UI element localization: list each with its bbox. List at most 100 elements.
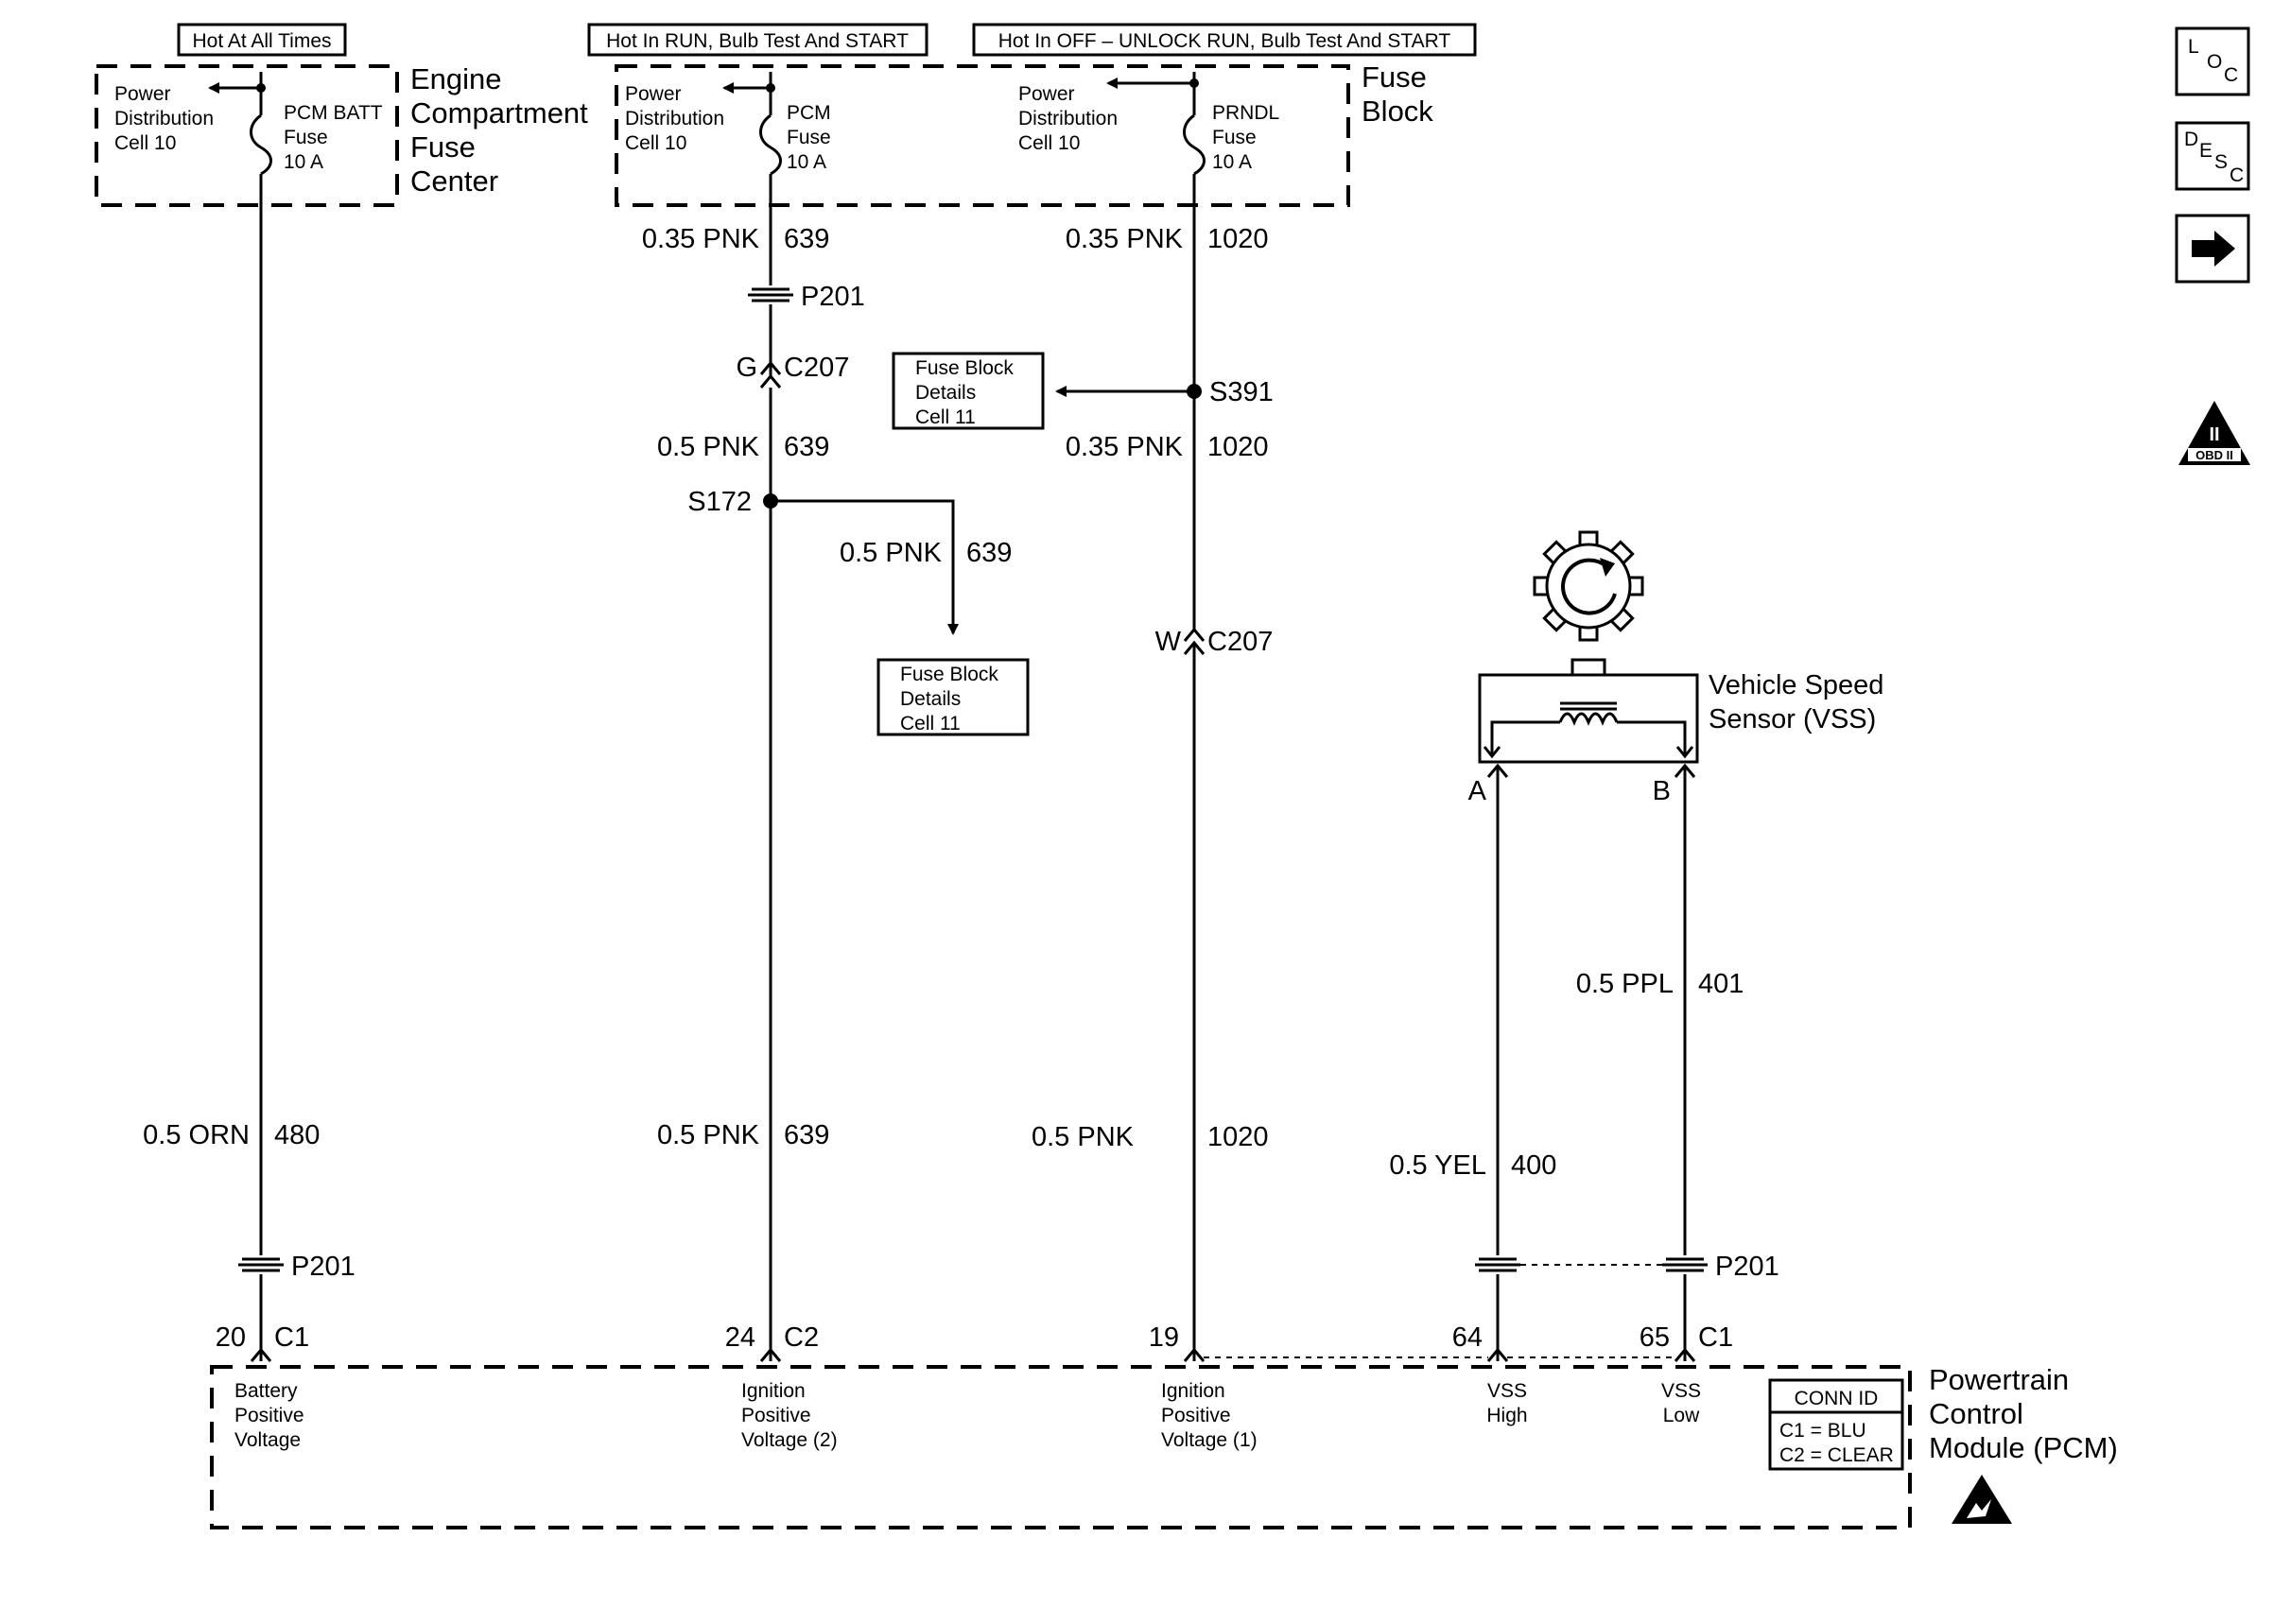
conn-id-c1: C1 = BLU	[1779, 1420, 1866, 1442]
vehicle-speed-sensor: Vehicle Speed Sensor (VSS) A B	[1468, 530, 1883, 806]
p201-inline-639: P201	[748, 282, 865, 312]
term-ign2-line-3: Voltage (2)	[741, 1429, 838, 1451]
fb-pd1-line-1: Power	[625, 83, 682, 105]
ecfc-title-line-2: Compartment	[410, 96, 588, 130]
w1020-mid-circuit: 1020	[1207, 432, 1269, 462]
banner-hot-at-all-times-text: Hot At All Times	[192, 30, 331, 52]
c207-w-label: W	[1155, 627, 1182, 657]
circuit-480: 0.5 ORN 480 P201	[143, 174, 356, 1361]
fb-pd2-line-3: Cell 10	[1018, 132, 1080, 154]
term-ign1-line-2: Positive	[1161, 1405, 1231, 1426]
term-batt-line-1: Battery	[234, 1380, 298, 1402]
s391-splice: S391	[1055, 377, 1274, 407]
coil-icon	[1558, 712, 1619, 726]
w639-mid-circuit: 639	[784, 432, 829, 462]
fb-prndl-fuse-line-3: 10 A	[1212, 151, 1252, 173]
fuse-block-details-ref-1[interactable]: Fuse Block Details Cell 11	[892, 352, 1045, 430]
ecfc-title-line-1: Engine	[410, 62, 502, 95]
term-ign2-line-2: Positive	[741, 1405, 811, 1426]
desc-nav-button[interactable]: D E S C	[2175, 121, 2250, 191]
term-ign1-line-1: Ignition	[1161, 1380, 1225, 1402]
desc-letter-c: C	[2230, 164, 2244, 186]
right-arrow-icon	[2192, 231, 2235, 267]
s391-label: S391	[1209, 377, 1274, 407]
obd-label: OBD II	[2195, 448, 2233, 462]
s172-splice: S172	[687, 487, 959, 635]
pcm-title-line-3: Module (PCM)	[1929, 1431, 2118, 1464]
c207-connector-639: G C207	[736, 353, 849, 389]
banner-hot-in-run-text: Hot In RUN, Bulb Test And START	[606, 30, 909, 52]
c207-g-label: G	[736, 353, 757, 383]
fb-prndl-fuse-line-2: Fuse	[1212, 127, 1257, 148]
vss-title-line-2: Sensor (VSS)	[1709, 704, 1876, 734]
circuit-639: 0.35 PNK 639 P201 G C207 0.5 PNK 639 S17…	[642, 174, 1012, 1361]
w480-circuit: 480	[274, 1120, 320, 1150]
w480-color: 0.5 ORN	[143, 1120, 250, 1150]
ecfc-title-line-3: Fuse	[410, 130, 476, 164]
banner-hot-in-run: Hot In RUN, Bulb Test And START	[587, 23, 928, 57]
ref2-line-3: Cell 11	[900, 713, 961, 734]
desc-letter-d: D	[2184, 129, 2198, 150]
w401-color: 0.5 PPL	[1576, 969, 1674, 999]
w400-circuit: 400	[1511, 1150, 1556, 1181]
circuit-401: 0.5 PPL 401 P201	[1520, 768, 1779, 1361]
ref1-line-2: Details	[915, 382, 976, 404]
circuit-400: 0.5 YEL 400	[1389, 768, 1556, 1361]
conn-id-box: CONN ID C1 = BLU C2 = CLEAR	[1768, 1378, 1904, 1471]
ecfc-pd-line-2: Distribution	[114, 108, 214, 130]
pcm-title-line-2: Control	[1929, 1397, 2023, 1430]
obd-numeral: II	[2209, 424, 2219, 445]
w1020-mid-color: 0.35 PNK	[1066, 432, 1184, 462]
ecfc-fuse-line-1: PCM BATT	[284, 102, 383, 124]
ref1-line-3: Cell 11	[915, 406, 976, 428]
term-vss-high-line-1: VSS	[1487, 1380, 1527, 1402]
ref2-line-1: Fuse Block	[900, 664, 998, 685]
pcm-title-line-1: Powertrain	[1929, 1363, 2069, 1396]
engine-compartment-fuse-center: Power Distribution Cell 10 PCM BATT Fuse…	[95, 62, 588, 207]
vss-title-line-1: Vehicle Speed	[1709, 670, 1883, 700]
fuse-block-details-ref-2[interactable]: Fuse Block Details Cell 11	[876, 658, 1030, 736]
fuse-block: Power Distribution Cell 10 PCM Fuse 10 A…	[615, 60, 1433, 207]
ecfc-fuse-line-3: 10 A	[284, 151, 323, 173]
p201-label-401: P201	[1715, 1252, 1779, 1282]
pcm-pin-20: 20	[216, 1322, 246, 1353]
w1020-top-circuit: 1020	[1207, 224, 1269, 254]
pcm-fuse-icon	[759, 113, 782, 176]
fb-pcm-fuse-line-1: PCM	[787, 102, 831, 124]
term-ign1-line-3: Voltage (1)	[1161, 1429, 1258, 1451]
circuit-1020: 0.35 PNK 1020 S391 0.35 PNK 1020 W C207 …	[1032, 174, 1274, 1361]
loc-nav-button[interactable]: L O C	[2175, 26, 2250, 96]
w639-bot-circuit: 639	[784, 1120, 829, 1150]
w639-branch-color: 0.5 PNK	[840, 538, 943, 568]
w400-color: 0.5 YEL	[1389, 1150, 1486, 1181]
desc-letter-s: S	[2214, 151, 2228, 173]
obd-ii-button[interactable]: OBD II II	[2178, 401, 2250, 465]
term-vss-high-line-2: High	[1486, 1405, 1527, 1426]
fb-pd2-line-2: Distribution	[1018, 108, 1118, 130]
term-ign2-line-1: Ignition	[741, 1380, 806, 1402]
w639-mid-color: 0.5 PNK	[657, 432, 760, 462]
gear-icon	[1533, 530, 1644, 642]
ecfc-title-line-4: Center	[410, 164, 498, 198]
banner-hot-at-all-times: Hot At All Times	[177, 23, 347, 57]
w639-branch-circuit: 639	[966, 538, 1012, 568]
conn-id-c2: C2 = CLEAR	[1779, 1444, 1894, 1466]
c207-label-1020: C207	[1207, 627, 1273, 657]
loc-letter-c: C	[2224, 64, 2238, 86]
w1020-top-color: 0.35 PNK	[1066, 224, 1184, 254]
w639-top-circuit: 639	[784, 224, 829, 254]
fb-pd2-line-1: Power	[1018, 83, 1075, 105]
ecfc-fuse-line-2: Fuse	[284, 127, 328, 148]
w639-bot-color: 0.5 PNK	[657, 1120, 760, 1150]
w639-top-color: 0.35 PNK	[642, 224, 760, 254]
ref2-line-2: Details	[900, 688, 961, 710]
next-arrow-button[interactable]	[2175, 214, 2250, 284]
pcm-pin-19: 19	[1149, 1322, 1179, 1353]
pcm-module: 20 C1 24 C2 19 64 65 C1 Battery Positive…	[210, 1322, 2118, 1529]
pcm-pin-24: 24	[725, 1322, 755, 1353]
ecfc-pd-line-3: Cell 10	[114, 132, 176, 154]
pcm-pin-64: 64	[1452, 1322, 1483, 1353]
fb-pd1-line-2: Distribution	[625, 108, 724, 130]
p201-inline-401: P201	[1662, 1252, 1779, 1282]
